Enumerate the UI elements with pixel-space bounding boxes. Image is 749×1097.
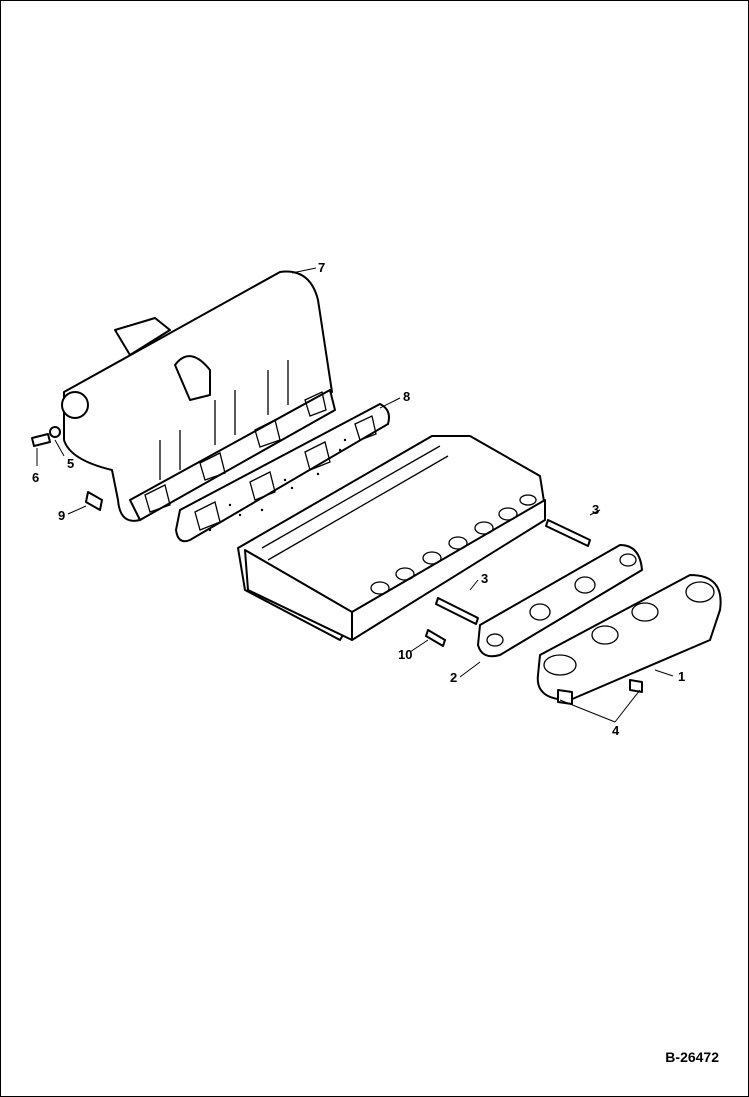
studs bbox=[31, 426, 643, 705]
exhaust-manifold bbox=[536, 574, 722, 701]
callout-7: 7 bbox=[318, 260, 325, 275]
callout-4: 4 bbox=[612, 723, 620, 738]
leader-lines bbox=[36, 267, 674, 723]
intake-manifold bbox=[61, 270, 336, 522]
callout-8: 8 bbox=[403, 389, 410, 404]
callout-3-upper: 3 bbox=[592, 502, 599, 517]
callout-3-lower: 3 bbox=[481, 571, 488, 586]
figure-number: B-26472 bbox=[665, 1049, 719, 1065]
callout-2: 2 bbox=[450, 670, 457, 685]
callout-5: 5 bbox=[67, 456, 74, 471]
cylinder-head bbox=[237, 435, 546, 641]
callout-6: 6 bbox=[32, 470, 39, 485]
exhaust-gasket bbox=[477, 544, 643, 658]
callout-1: 1 bbox=[678, 669, 685, 684]
callout-9: 9 bbox=[58, 508, 65, 523]
intake-gasket bbox=[175, 403, 390, 543]
callout-10: 10 bbox=[398, 647, 412, 662]
